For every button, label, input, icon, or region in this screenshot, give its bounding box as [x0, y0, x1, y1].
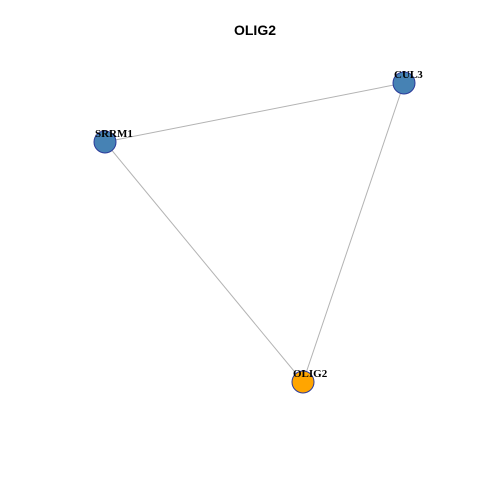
node-circle-cul3 — [392, 71, 416, 95]
node-olig2: OLIG2 — [291, 368, 328, 394]
node-circle-srrm1 — [93, 130, 117, 154]
diagram-title: OLIG2 — [234, 22, 276, 38]
node-label-srrm1: SRRM1 — [95, 128, 133, 140]
edge-srrm1-olig2 — [104, 141, 304, 383]
node-label-olig2: OLIG2 — [293, 368, 328, 380]
node-cul3: CUL3 — [392, 69, 423, 95]
edges-layer — [104, 82, 405, 383]
node-circle-olig2 — [291, 370, 315, 394]
edge-cul3-olig2 — [302, 82, 405, 383]
node-label-cul3: CUL3 — [394, 69, 423, 81]
node-srrm1: SRRM1 — [93, 128, 133, 154]
edge-srrm1-cul3 — [104, 82, 405, 143]
